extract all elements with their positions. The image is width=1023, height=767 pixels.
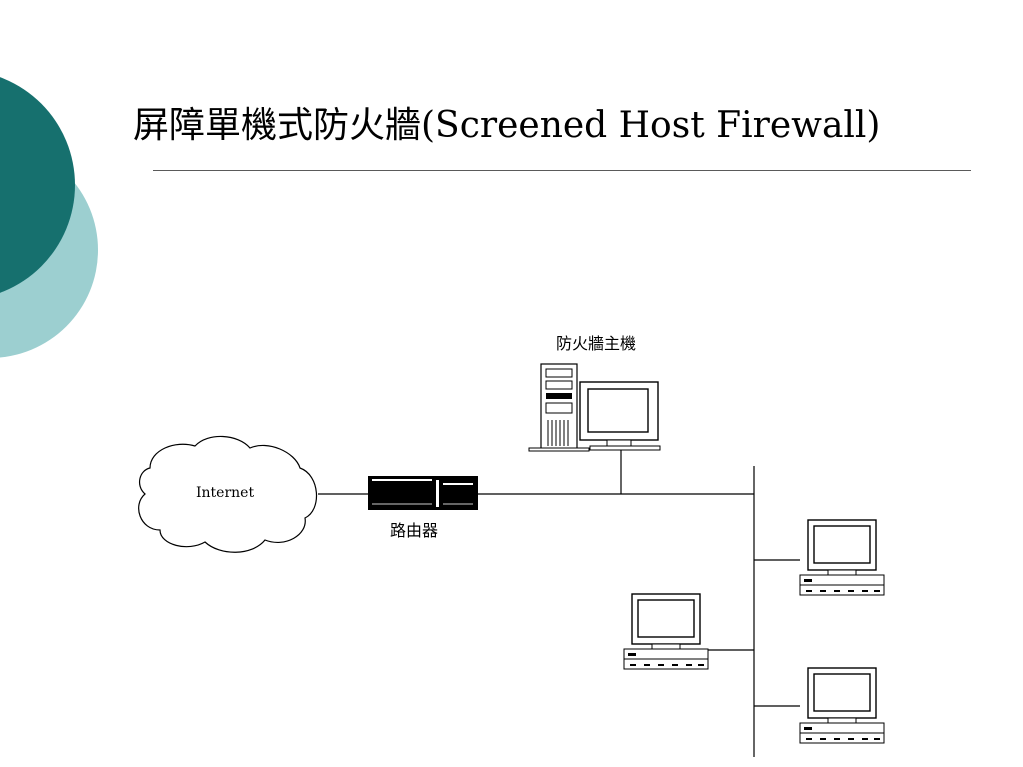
decor-circle-dark xyxy=(0,77,75,293)
client-computer-icon xyxy=(623,593,709,670)
internet-label: Internet xyxy=(196,485,255,501)
client-computer-icon xyxy=(799,519,885,596)
slide-title: 屏障單機式防火牆(Screened Host Firewall) xyxy=(133,105,881,146)
router-icon xyxy=(368,476,478,510)
firewall-host-label: 防火牆主機 xyxy=(556,334,637,353)
connection-lines xyxy=(318,448,800,757)
router-label: 路由器 xyxy=(390,521,439,540)
title-underline xyxy=(153,170,971,171)
firewall-host-icon xyxy=(528,363,661,452)
internet-cloud-icon xyxy=(138,435,318,553)
client-computer-icon xyxy=(799,667,885,744)
